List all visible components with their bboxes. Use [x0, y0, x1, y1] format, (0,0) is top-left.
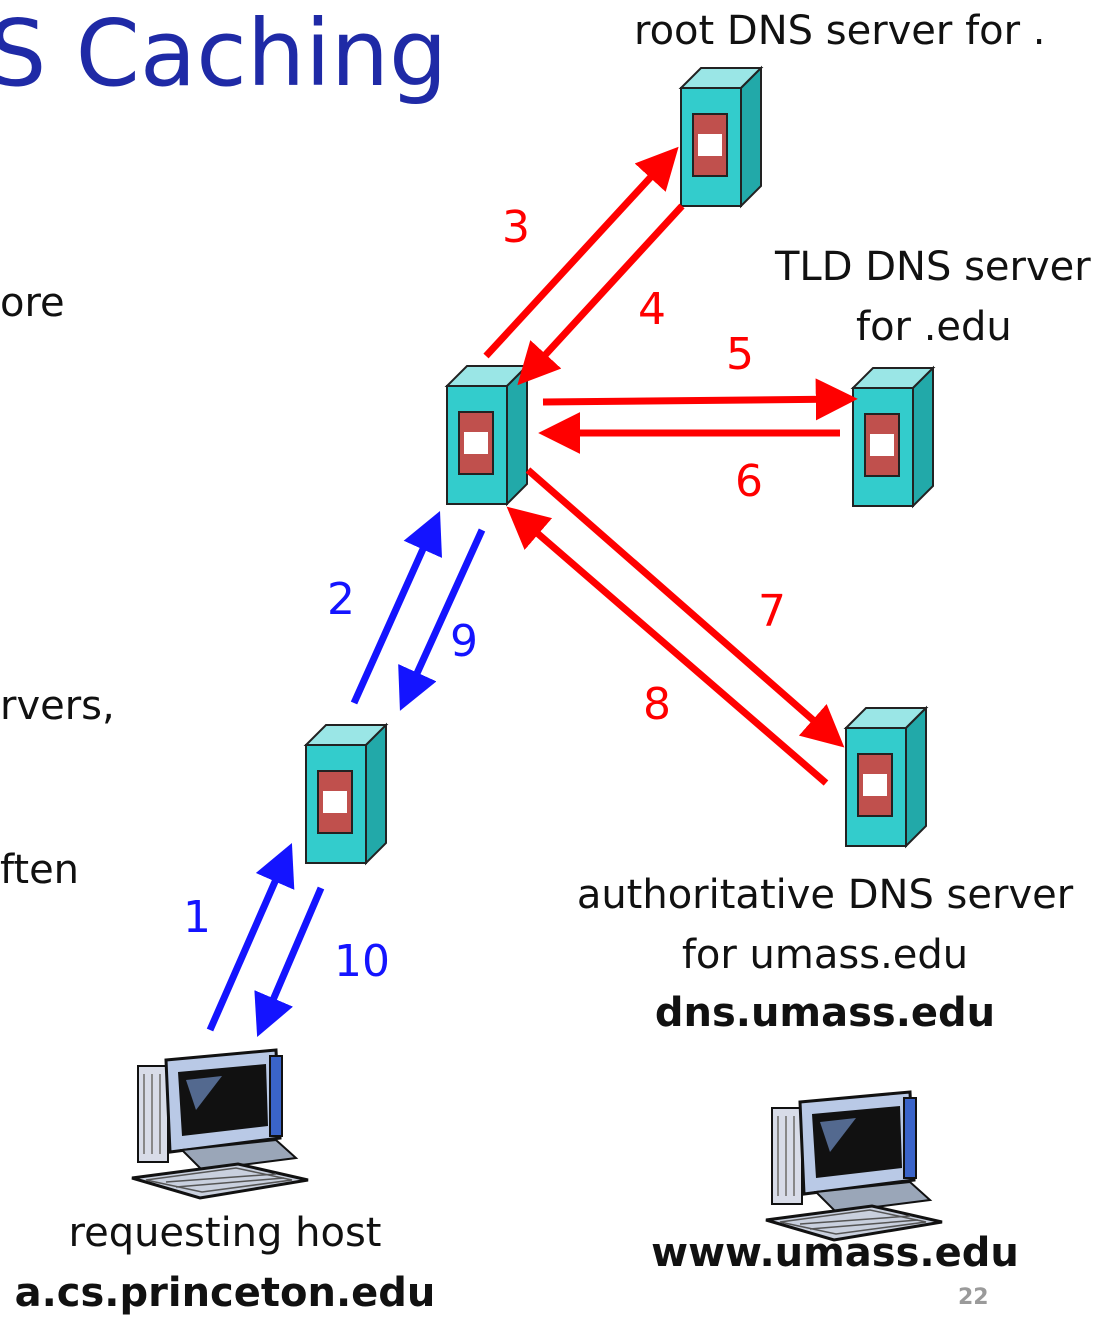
requesting-host-hostname: a.cs.princeton.edu — [14, 1270, 436, 1316]
authoritative-server-label-line1: authoritative DNS server — [576, 872, 1074, 918]
page-title: S Caching — [0, 0, 448, 107]
root-server-label: root DNS server for . — [634, 8, 1046, 54]
arrow-step-5 — [542, 378, 858, 421]
cutoff-text-3: ften — [0, 847, 80, 893]
tld-server-label-line1: TLD DNS server — [775, 244, 1091, 290]
step-label-3: 3 — [502, 202, 530, 253]
local-dns-server-icon — [446, 365, 528, 505]
authoritative-server-hostname: dns.umass.edu — [654, 990, 996, 1036]
step-label-10: 10 — [334, 936, 390, 987]
step-label-2: 2 — [327, 574, 355, 625]
step-label-7: 7 — [758, 586, 786, 637]
step-label-8: 8 — [643, 679, 671, 730]
step-label-1: 1 — [183, 892, 211, 943]
step-label-9: 9 — [450, 616, 478, 667]
cutoff-text-2: rvers, — [0, 683, 115, 729]
page-number: 22 — [958, 1285, 989, 1310]
arrow-step-4 — [517, 203, 685, 386]
arrow-step-7 — [525, 467, 845, 748]
cutoff-text-1: ore — [0, 280, 65, 326]
authoritative-dns-server-icon — [845, 707, 927, 847]
arrow-step-3 — [483, 146, 679, 359]
step-label-4: 4 — [638, 284, 666, 335]
authoritative-server-label: authoritative DNS server for umass.edu d… — [545, 870, 1105, 1038]
requesting-host-label-line1: requesting host — [68, 1210, 382, 1256]
root-dns-server-icon — [680, 67, 762, 207]
tld-server-label-line2: for .edu — [856, 304, 1012, 350]
tld-dns-server-icon — [852, 367, 934, 507]
destination-host-label: www.umass.edu — [620, 1228, 1050, 1278]
arrow-step-8 — [506, 506, 829, 786]
step-label-5: 5 — [726, 329, 754, 380]
campus-dns-server-icon — [305, 724, 387, 864]
arrow-step-9 — [398, 528, 486, 711]
authoritative-server-label-line2: for umass.edu — [681, 932, 969, 978]
arrow-step-10 — [254, 886, 325, 1038]
step-label-6: 6 — [735, 456, 763, 507]
arrow-step-2 — [350, 511, 442, 705]
requesting-host-label: requesting host a.cs.princeton.edu — [10, 1208, 440, 1318]
arrow-step-1 — [206, 843, 295, 1032]
www-umass-computer-icon — [764, 1090, 944, 1242]
requesting-host-computer-icon — [130, 1048, 310, 1200]
destination-host-hostname: www.umass.edu — [651, 1230, 1019, 1276]
